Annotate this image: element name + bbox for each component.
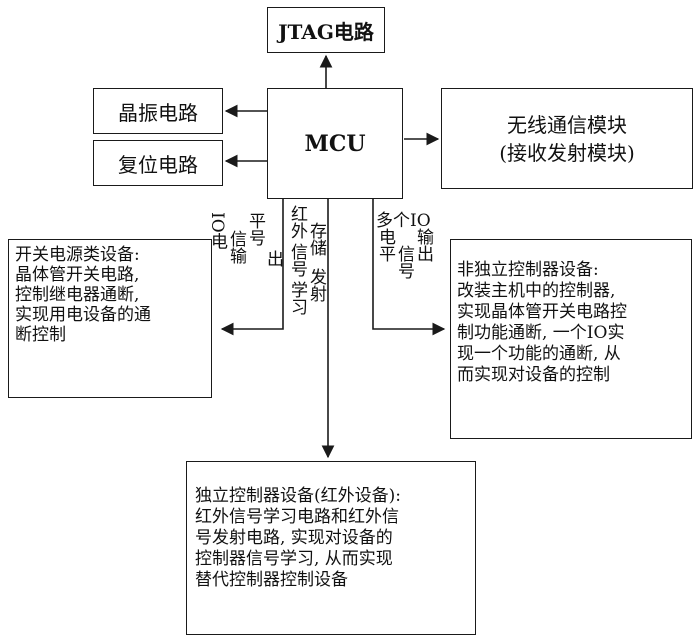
switch-power-box: 开关电源类设备: 晶体管开关电路, 控制继电器通断, 实现用电设备的通 断控制 bbox=[8, 239, 212, 398]
edge-label-io-level-col2: 信输 bbox=[226, 230, 246, 264]
non-independent-label: 非独立控制器设备: 改装主机中的控制器, 实现晶体管开关电路控 制功能通断, 一… bbox=[457, 260, 627, 385]
independent-label: 独立控制器设备(红外设备): 红外信号学习电路和红外信 号发射电路, 实现对设备… bbox=[195, 486, 401, 590]
edge-mcu-non-independent bbox=[372, 199, 446, 336]
edge-label-multi-io-col3: 信号 bbox=[394, 245, 414, 279]
independent-box: 独立控制器设备(红外设备): 红外信号学习电路和红外信 号发射电路, 实现对设备… bbox=[186, 461, 476, 635]
reset-circuit-box: 复位电路 bbox=[93, 140, 223, 186]
edge-mcu-switch-power bbox=[220, 199, 284, 336]
edge-label-multi-io-row1: 多个IO bbox=[376, 211, 431, 231]
wireless-module-box: 无线通信模块 (接收发射模块) bbox=[441, 88, 693, 189]
edge-label-ir-learn-col1: 红外 bbox=[287, 205, 307, 239]
edge-label-ir-learn-col4: 存储 bbox=[306, 222, 326, 256]
non-independent-box: 非独立控制器设备: 改装主机中的控制器, 实现晶体管开关电路控 制功能通断, 一… bbox=[450, 239, 692, 439]
edge-label-ir-learn-col2: 信号 bbox=[287, 243, 307, 277]
edge-label-ir-learn-col5: 发射 bbox=[306, 268, 326, 302]
edge-label-io-level-col4: 出 bbox=[263, 250, 283, 267]
mcu-box: MCU bbox=[267, 88, 403, 199]
jtag-circuit-label: JTAG电路 bbox=[278, 19, 374, 44]
jtag-circuit-box: JTAG电路 bbox=[267, 7, 385, 53]
edge-label-io-level-col3: 平号 bbox=[245, 212, 265, 246]
edge-label-ir-learn-col3: 学习 bbox=[287, 281, 307, 315]
edge-label-multi-io-col2: 电平 bbox=[375, 228, 395, 262]
crystal-circuit-box: 晶振电路 bbox=[93, 88, 223, 134]
switch-power-label: 开关电源类设备: 晶体管开关电路, 控制继电器通断, 实现用电设备的通 断控制 bbox=[15, 245, 151, 345]
wireless-module-label: 无线通信模块 (接收发射模块) bbox=[499, 112, 635, 165]
mcu-label: MCU bbox=[304, 130, 366, 157]
edge-label-multi-io-col4: 输出 bbox=[413, 228, 433, 262]
edge-label-io-level-col1: IO电 bbox=[207, 212, 227, 250]
crystal-circuit-label: 晶振电路 bbox=[118, 100, 198, 125]
reset-circuit-label: 复位电路 bbox=[118, 152, 198, 177]
